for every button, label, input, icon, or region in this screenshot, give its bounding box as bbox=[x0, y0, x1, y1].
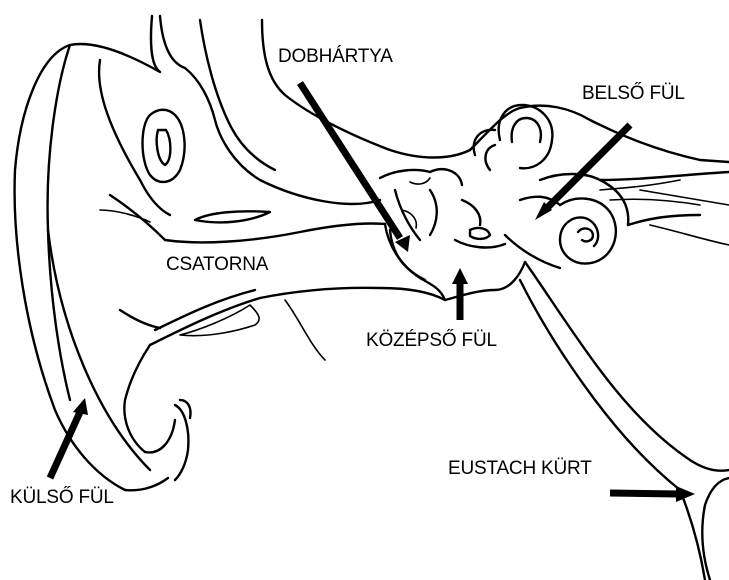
arrow-eustachian-tube-head bbox=[676, 486, 695, 502]
label-middle-ear: KÖZÉPSŐ FÜL bbox=[366, 331, 497, 350]
inner-ear-labyrinth bbox=[474, 105, 700, 268]
arrow-eustachian-tube bbox=[610, 493, 678, 494]
arrow-outer-ear-head bbox=[73, 398, 88, 415]
label-eustachian-tube: EUSTACH KÜRT bbox=[448, 459, 592, 478]
label-arrows bbox=[50, 83, 695, 502]
eustachian-tube bbox=[520, 262, 729, 580]
label-inner-ear: BELSŐ FÜL bbox=[582, 84, 685, 103]
label-outer-ear: KÜLSŐ FÜL bbox=[10, 488, 114, 507]
label-eardrum: DOBHÁRTYA bbox=[278, 47, 393, 66]
arrow-inner-ear bbox=[545, 125, 630, 210]
label-canal: CSATORNA bbox=[166, 255, 268, 274]
arrow-middle-ear-head bbox=[452, 268, 468, 284]
arrow-eardrum bbox=[300, 83, 400, 238]
outer-ear-pinna bbox=[15, 16, 191, 490]
